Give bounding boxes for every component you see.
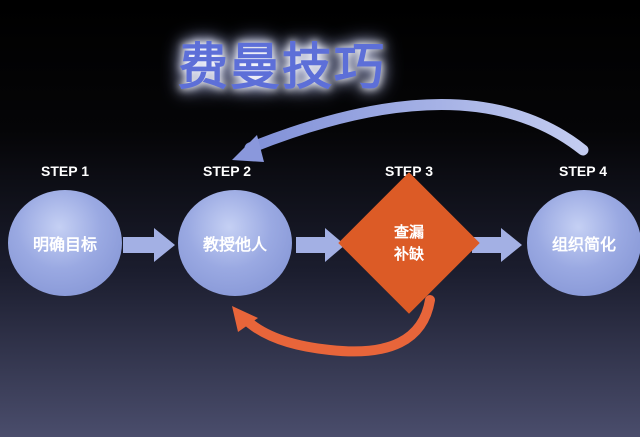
step-3-text-line1: 查漏 bbox=[393, 223, 424, 241]
return-arc-arrow bbox=[244, 99, 589, 156]
feedback-arc-arrowhead bbox=[232, 306, 258, 332]
step-3-text-line2: 补缺 bbox=[393, 245, 424, 263]
step-1-text: 明确目标 bbox=[32, 235, 97, 254]
step-2-circle: 教授他人 bbox=[178, 190, 292, 296]
arrow-1-2 bbox=[123, 228, 175, 262]
step-3-text: 查漏 补缺 bbox=[359, 221, 459, 265]
step-4-text: 组织简化 bbox=[551, 235, 616, 254]
feedback-arc-arrow bbox=[239, 295, 435, 357]
step-2-label: STEP 2 bbox=[203, 163, 251, 179]
step-2-text: 教授他人 bbox=[202, 235, 267, 254]
step-4-circle: 组织简化 bbox=[527, 190, 640, 296]
step-1-label: STEP 1 bbox=[41, 163, 89, 179]
return-arc-arrowhead bbox=[232, 135, 264, 162]
arrow-3-4 bbox=[472, 228, 522, 262]
step-3-label: STEP 3 bbox=[385, 163, 433, 179]
page-title: 费曼技巧 bbox=[178, 38, 386, 96]
step-4-label: STEP 4 bbox=[559, 163, 607, 179]
arrow-2-3 bbox=[296, 228, 345, 262]
step-1-circle: 明确目标 bbox=[8, 190, 122, 296]
